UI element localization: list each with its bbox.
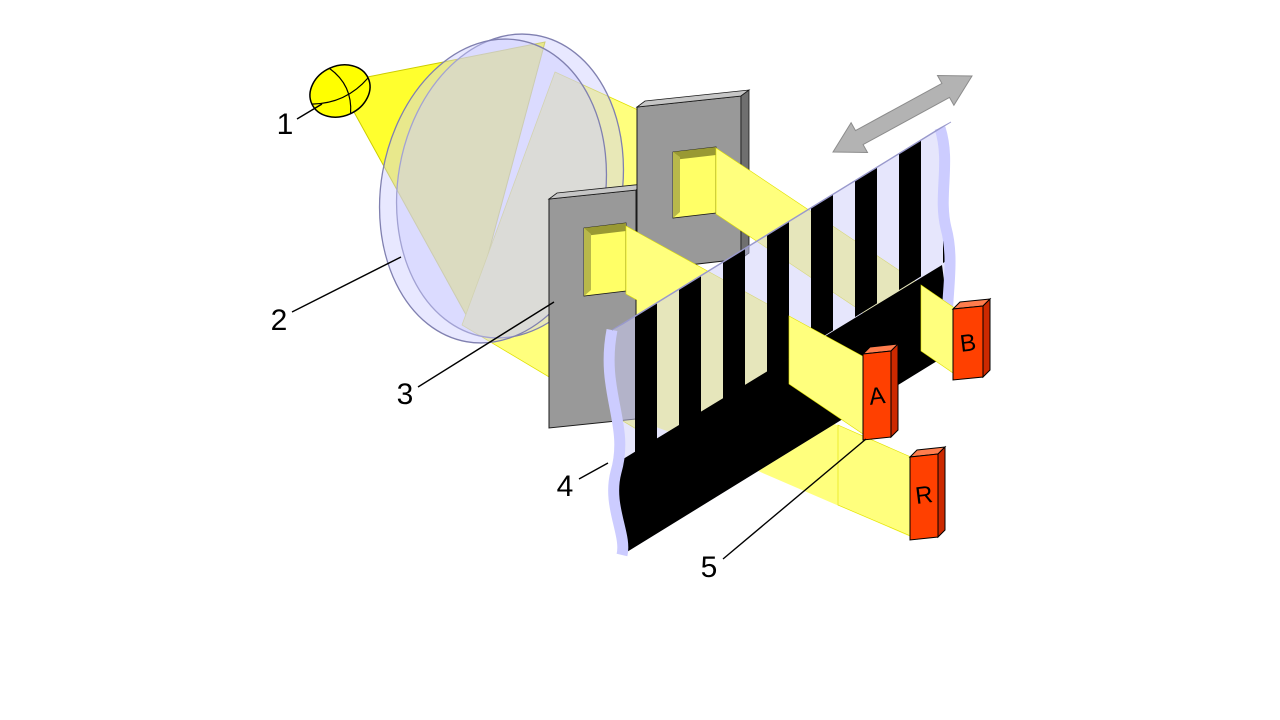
light-bulb-icon [309, 64, 371, 118]
motion-double-arrow-icon [832, 74, 973, 154]
beam-front-r [837, 424, 914, 538]
callout-2-lens: 2 [271, 304, 288, 337]
detector-a-label: A [867, 382, 886, 411]
callout-4-scale: 4 [557, 470, 574, 503]
callout-3-mask: 3 [397, 378, 414, 411]
detector-b-label: B [958, 329, 977, 358]
callout-line-3 [417, 301, 555, 388]
callout-5-detector: 5 [701, 551, 718, 584]
code-scale [603, 121, 956, 557]
callout-lines [291, 103, 867, 560]
callout-1-light-source: 1 [277, 108, 294, 141]
callout-line-5 [722, 438, 867, 560]
detector-a: A [861, 342, 900, 441]
callout-line-2 [291, 256, 402, 313]
callout-line-1 [296, 103, 323, 120]
scale-top-edge [611, 121, 952, 331]
detector-r: R [908, 445, 947, 541]
reference-black-band [610, 265, 951, 555]
detector-r-label: R [914, 481, 935, 510]
scale-left-edge [603, 328, 629, 557]
callout-line-4 [578, 462, 609, 480]
scanning-mask [547, 89, 751, 429]
detector-b: B [951, 297, 992, 381]
mask-window-b [672, 146, 717, 219]
scale-stripes [609, 128, 951, 555]
light-beams-front [788, 284, 957, 538]
mask-window-a [583, 222, 627, 297]
